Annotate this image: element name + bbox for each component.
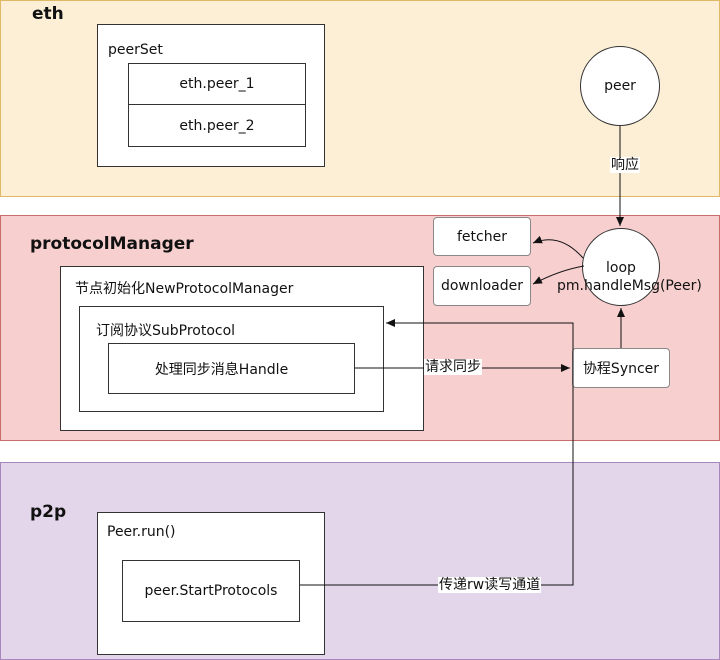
- downloader-box: downloader: [433, 266, 531, 306]
- loop-to-downloader-arrow: [532, 265, 585, 285]
- peer-list-item: eth.peer_1: [128, 63, 306, 105]
- subprotocol-label: 订阅协议SubProtocol: [96, 323, 236, 339]
- start-protocols-label: peer.StartProtocols: [144, 583, 278, 599]
- handle-label: 处理同步消息Handle: [154, 361, 289, 378]
- peerset-label: peerSet: [108, 42, 163, 58]
- loop-label: loop: [606, 260, 636, 276]
- peer-list-item: eth.peer_2: [179, 118, 255, 134]
- peer-node-label: peer: [604, 78, 636, 94]
- p2p-title: p2p: [30, 502, 67, 522]
- peer-node: [580, 46, 660, 126]
- peer-run-label: Peer.run(): [107, 524, 176, 540]
- peer-list: [128, 63, 306, 147]
- protocol-manager-title: protocolManager: [30, 234, 194, 254]
- handle-box: [108, 343, 355, 394]
- response-edge-label: 响应: [610, 157, 640, 173]
- start-protocols-to-subprotocol-arrow: [300, 319, 574, 586]
- start-protocols-box: [122, 560, 300, 622]
- loop-node: [582, 228, 660, 306]
- new-protocol-manager-label: 节点初始化NewProtocolManager: [75, 281, 294, 297]
- sync-request-edge-label: 请求同步: [424, 359, 482, 375]
- syncer-box: 协程Syncer: [572, 348, 670, 388]
- fetcher-box: fetcher: [433, 217, 531, 256]
- rw-channel-edge-label: 传递rw读写通道: [438, 577, 542, 593]
- handle-msg-label: pm.handleMsg(Peer): [557, 278, 702, 294]
- loop-to-fetcher-arrow: [532, 235, 584, 259]
- eth-title: eth: [32, 4, 64, 24]
